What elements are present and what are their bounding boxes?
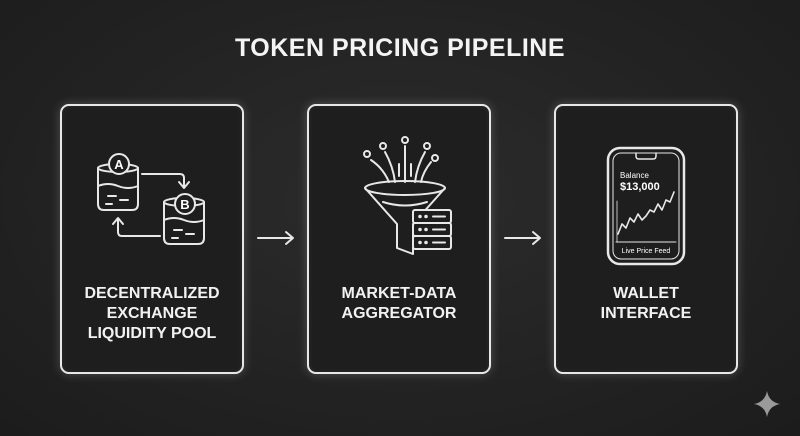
sparkle-icon [754, 391, 780, 417]
stage-label: WALLET INTERFACE [600, 285, 692, 322]
balance-value: $13,000 [620, 181, 660, 193]
stage-label: DECENTRALIZED EXCHANGE LIQUIDITY POOL [84, 285, 220, 342]
stage-card-aggregator: MARKET-DATA AGGREGATOR [307, 104, 491, 374]
balance-label: Balance [620, 171, 649, 180]
liquidity-pool-icon: A B [97, 153, 205, 245]
stage-card-wallet: Balance $13,000 Live Price Feed WALLET I… [554, 104, 738, 374]
diagram-title: TOKEN PRICING PIPELINE [234, 34, 566, 62]
live-price-feed-label: Live Price Feed [622, 248, 671, 255]
arrow-right-icon [257, 231, 294, 245]
funnel-server-icon [363, 136, 452, 255]
pool-b-label: B [180, 197, 189, 212]
stage-label: MARKET-DATA AGGREGATOR [341, 285, 457, 322]
phone-wallet-icon: Balance $13,000 Live Price Feed [606, 146, 686, 266]
stage-card-liquidity-pool: A B DECENTRALIZED EXCHANGE LIQUIDITY POO… [60, 104, 244, 374]
pool-a-label: A [114, 157, 124, 172]
arrow-right-icon [504, 231, 541, 245]
